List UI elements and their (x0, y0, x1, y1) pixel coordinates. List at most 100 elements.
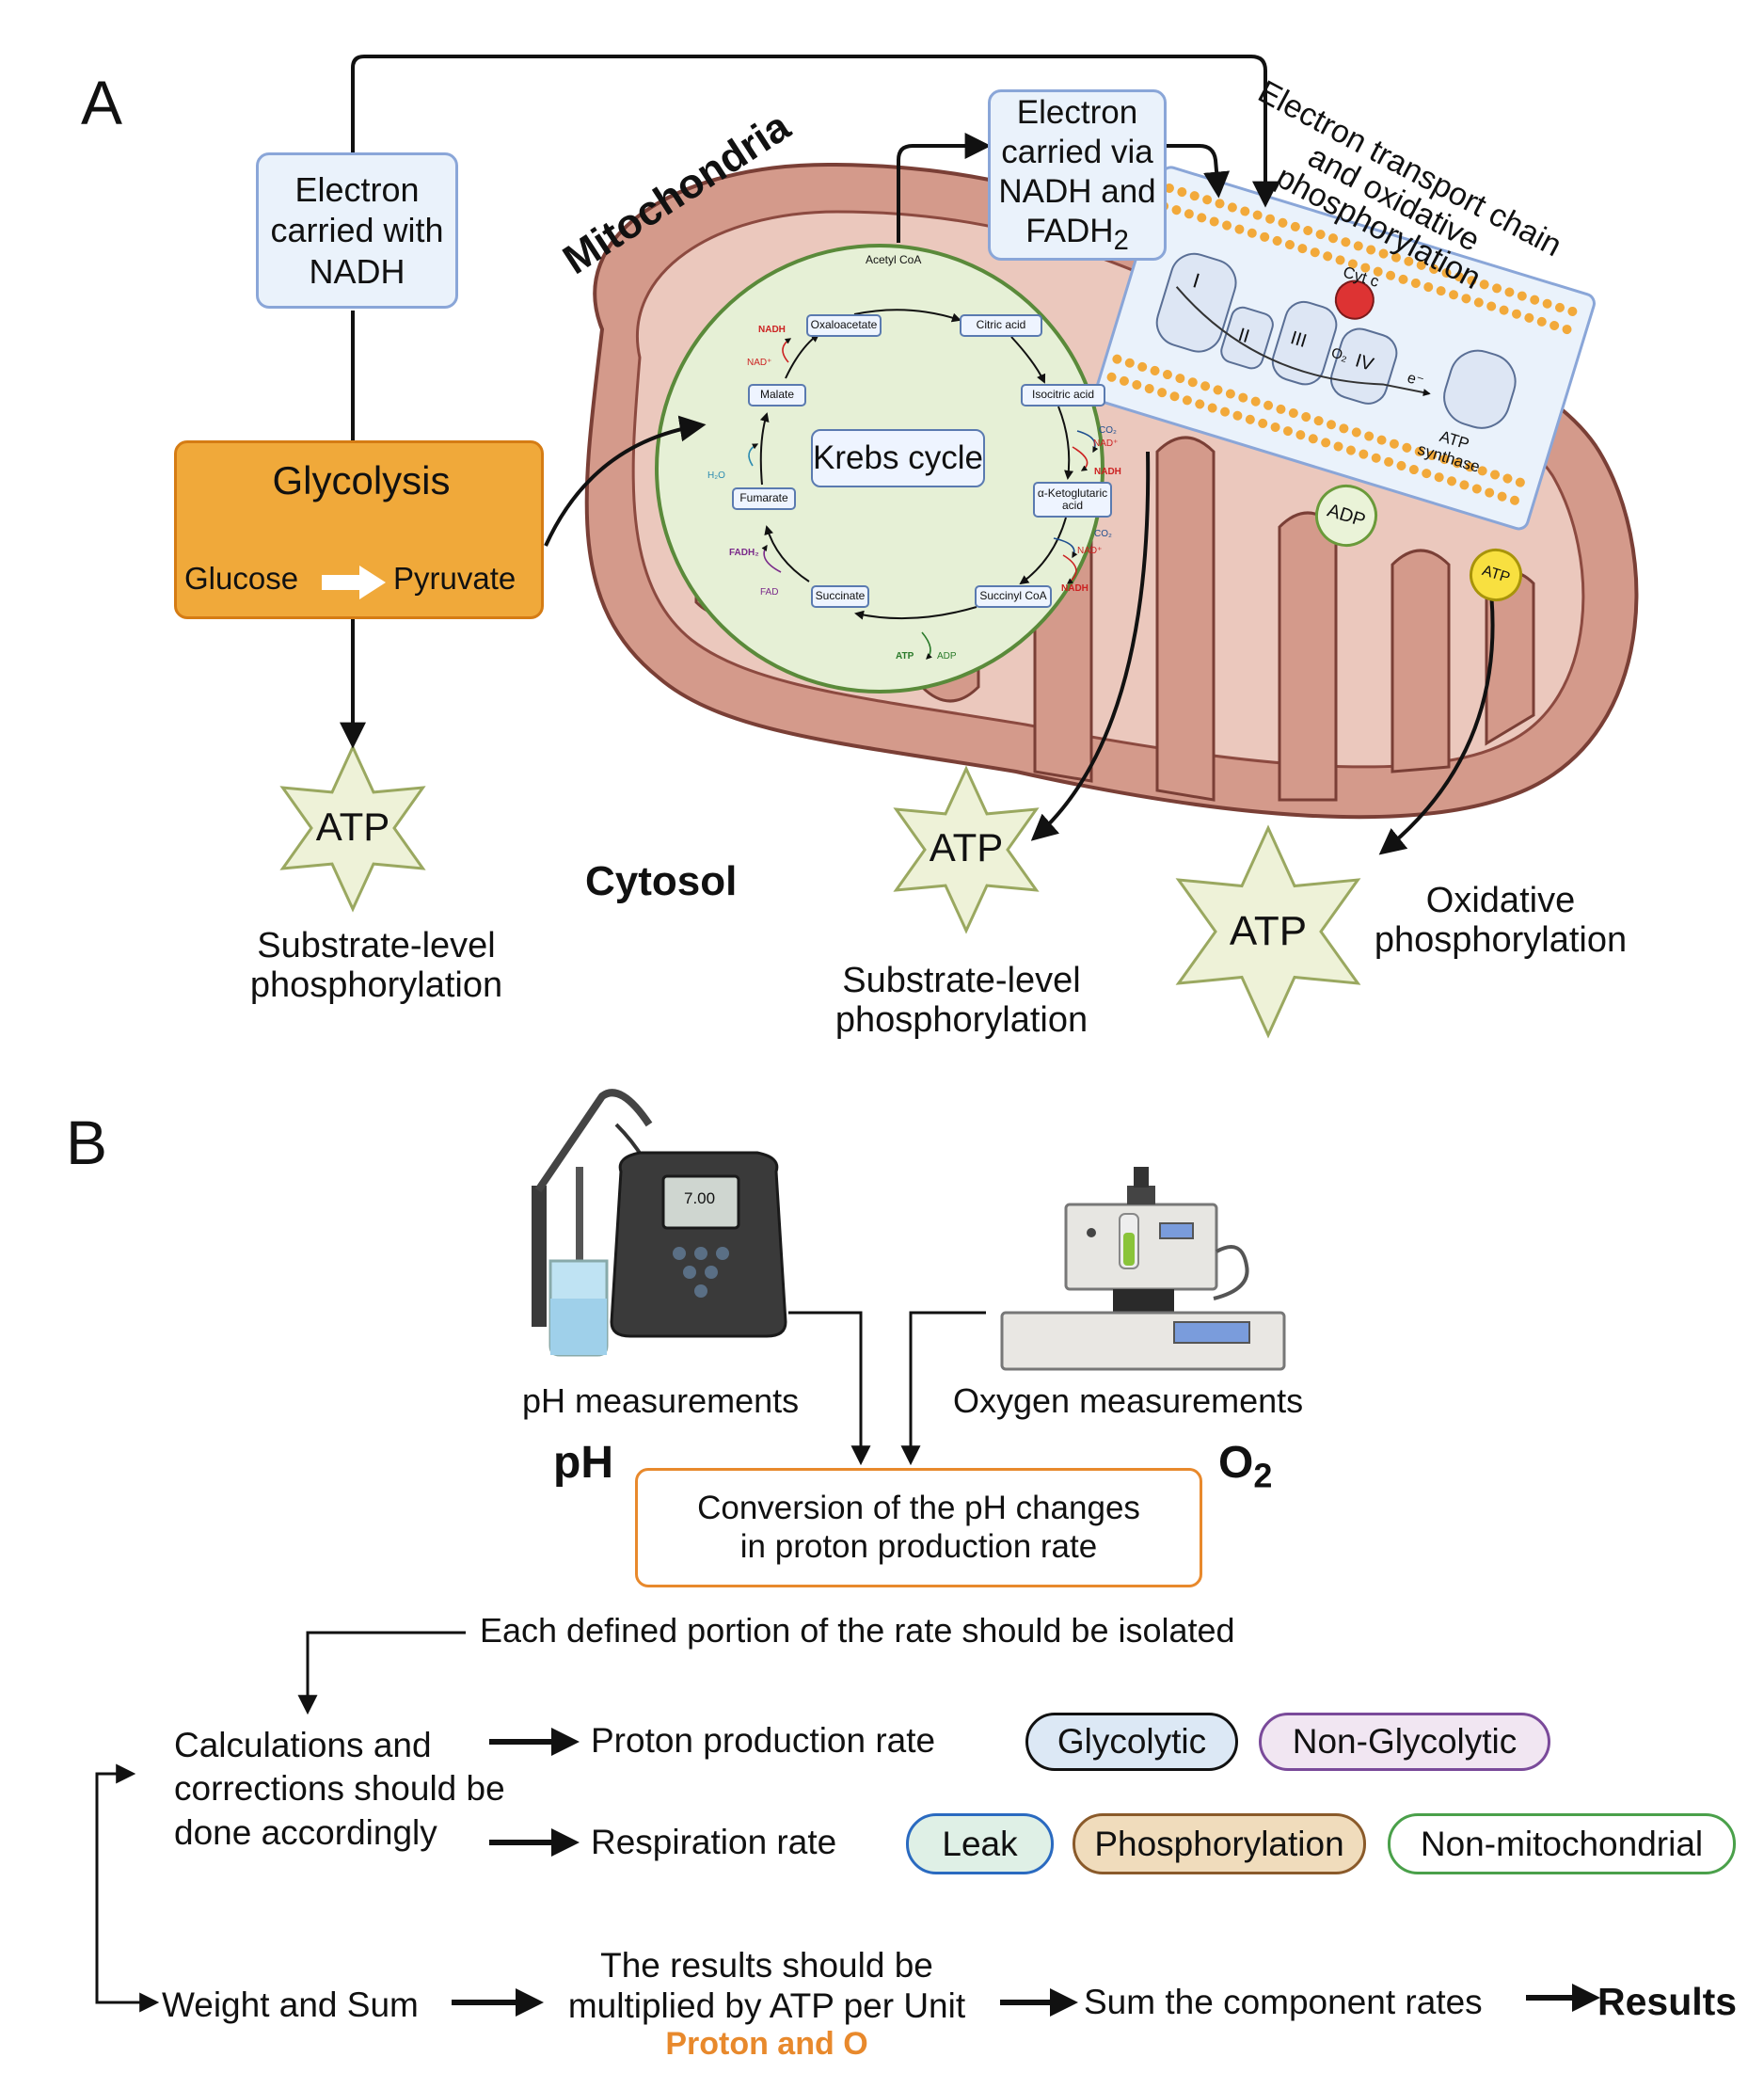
conversion-line-2: in proton production rate (739, 1527, 1098, 1565)
panel-a-arrows (340, 55, 1495, 855)
ph-symbol: pH (553, 1438, 613, 1488)
lipid-head (1408, 465, 1419, 475)
nadh-electron-text: Electron carried with NADH (270, 170, 444, 291)
electron-path (1175, 286, 1431, 396)
panel-a-label: A (81, 68, 123, 137)
ph-meter-display: 7.00 (684, 1189, 716, 1207)
lipid-head (1542, 298, 1552, 309)
glycolysis-pyruvate: Pyruvate (393, 561, 516, 596)
lipid-head (1353, 241, 1363, 251)
lipid-bilayer (1106, 183, 1578, 505)
glycolysis-title: Glycolysis (272, 458, 451, 502)
lipid-head (1549, 320, 1560, 330)
lipid-head (1323, 251, 1333, 262)
ph-measurements-label: pH measurements (522, 1381, 800, 1420)
etc-box-fadh: FADH (1025, 212, 1114, 249)
pill-phosphorylation: Phosphorylation (1073, 1813, 1366, 1874)
results-label: Results (1597, 1980, 1738, 2023)
lipid-head (1511, 309, 1521, 319)
lipid-head (1454, 272, 1464, 282)
lipid-head (1335, 255, 1345, 265)
complex-i-shape (1155, 252, 1237, 353)
lipid-head (1567, 306, 1578, 316)
lipid-head (1360, 263, 1371, 273)
krebs-acetyl-coa: Acetyl CoA (866, 253, 922, 266)
lipid-head (1459, 480, 1470, 490)
lipid-head (1524, 312, 1534, 323)
krebs-fad: FAD (760, 587, 779, 598)
lipid-head (1391, 252, 1401, 263)
o2-letter: O (1218, 1438, 1254, 1488)
lipid-head (1434, 472, 1444, 483)
proton-rate-label: Proton production rate (591, 1721, 936, 1760)
lipid-head (1345, 445, 1356, 455)
atp-yellow-label: ATP (1480, 563, 1512, 587)
oxygen-meter-illustration (1000, 1167, 1286, 1371)
lipid-head (1124, 358, 1135, 368)
lipid-head (1308, 434, 1318, 444)
lipid-head (1272, 235, 1282, 246)
etc-atp-synthase: ATP synthase (1415, 427, 1483, 476)
substrate-level-1-l1: Substrate-level (257, 926, 496, 965)
o2-subscript: 2 (1253, 1456, 1273, 1495)
lipid-head (1371, 453, 1381, 463)
lipid-head (1404, 256, 1414, 266)
lipid-head (1213, 385, 1223, 395)
etc-complex-iv: IV (1352, 350, 1376, 375)
lipid-head (1423, 282, 1434, 293)
lipid-head (1220, 407, 1231, 417)
lipid-head (1258, 418, 1268, 428)
lipid-head (1364, 431, 1375, 441)
lipid-head (1252, 210, 1263, 220)
krebs-fadh2: FADH₂ (729, 548, 759, 558)
oxidative-phosphorylation: Oxidative phosphorylation (1375, 881, 1627, 961)
lipid-head (1477, 466, 1487, 476)
lipid-head (1182, 395, 1192, 406)
lipid-head (1106, 372, 1117, 382)
lipid-head (1310, 247, 1320, 258)
multiply-line-1: The results should be (600, 1946, 933, 1985)
krebs-atp: ATP (896, 651, 914, 662)
lipid-head (1504, 287, 1515, 297)
lipid-head (1169, 391, 1180, 402)
lipid-head (1429, 263, 1439, 274)
panel-b-thick-arrows (452, 1728, 1600, 2017)
lipid-head (1479, 279, 1489, 290)
lipid-head (1171, 205, 1182, 215)
lipid-head (1313, 416, 1324, 426)
etc-panel (1093, 166, 1596, 531)
krebs-node-succinyl: Succinyl CoA (975, 585, 1052, 608)
atp-synthase-shape (1443, 349, 1517, 429)
lipid-head (1461, 294, 1471, 304)
lipid-head (1290, 221, 1300, 231)
calc-text: Calculations and corrections should be d… (174, 1724, 505, 1855)
lipid-head (1502, 473, 1513, 484)
etc-cytc: Cyt c (1341, 263, 1381, 291)
lipid-head (1447, 476, 1457, 486)
krebs-nad-1: NAD⁺ (1093, 439, 1119, 449)
krebs-node-oxaloacetate: Oxaloacetate (806, 314, 882, 337)
isolate-text: Each defined portion of the rate should … (480, 1611, 1235, 1650)
panel-b-label: B (66, 1108, 108, 1177)
lipid-head (1473, 297, 1484, 308)
lipid-head (1396, 460, 1406, 470)
pill-non-mitochondrial: Non-mitochondrial (1388, 1813, 1736, 1874)
lipid-head (1209, 216, 1219, 227)
etc-box-line-1: Electron (1016, 93, 1138, 131)
lipid-head (1260, 231, 1270, 242)
respiration-rate-label: Respiration rate (591, 1823, 837, 1861)
lipid-head (1490, 470, 1501, 480)
multiply-text: The results should be multiplied by ATP … (568, 1946, 965, 2063)
lipid-head (1234, 224, 1245, 234)
etc-complex-ii: II (1235, 324, 1252, 348)
lipid-head (1467, 276, 1477, 286)
etc-box-line-3: NADH and (998, 172, 1156, 210)
lipid-head (1366, 245, 1376, 255)
weight-sum-label: Weight and Sum (162, 1985, 419, 2024)
substrate-level-2-l2: phosphorylation (834, 999, 1089, 1040)
lipid-head (1288, 407, 1298, 418)
lipid-head (1157, 388, 1168, 398)
lipid-head (1339, 423, 1349, 434)
